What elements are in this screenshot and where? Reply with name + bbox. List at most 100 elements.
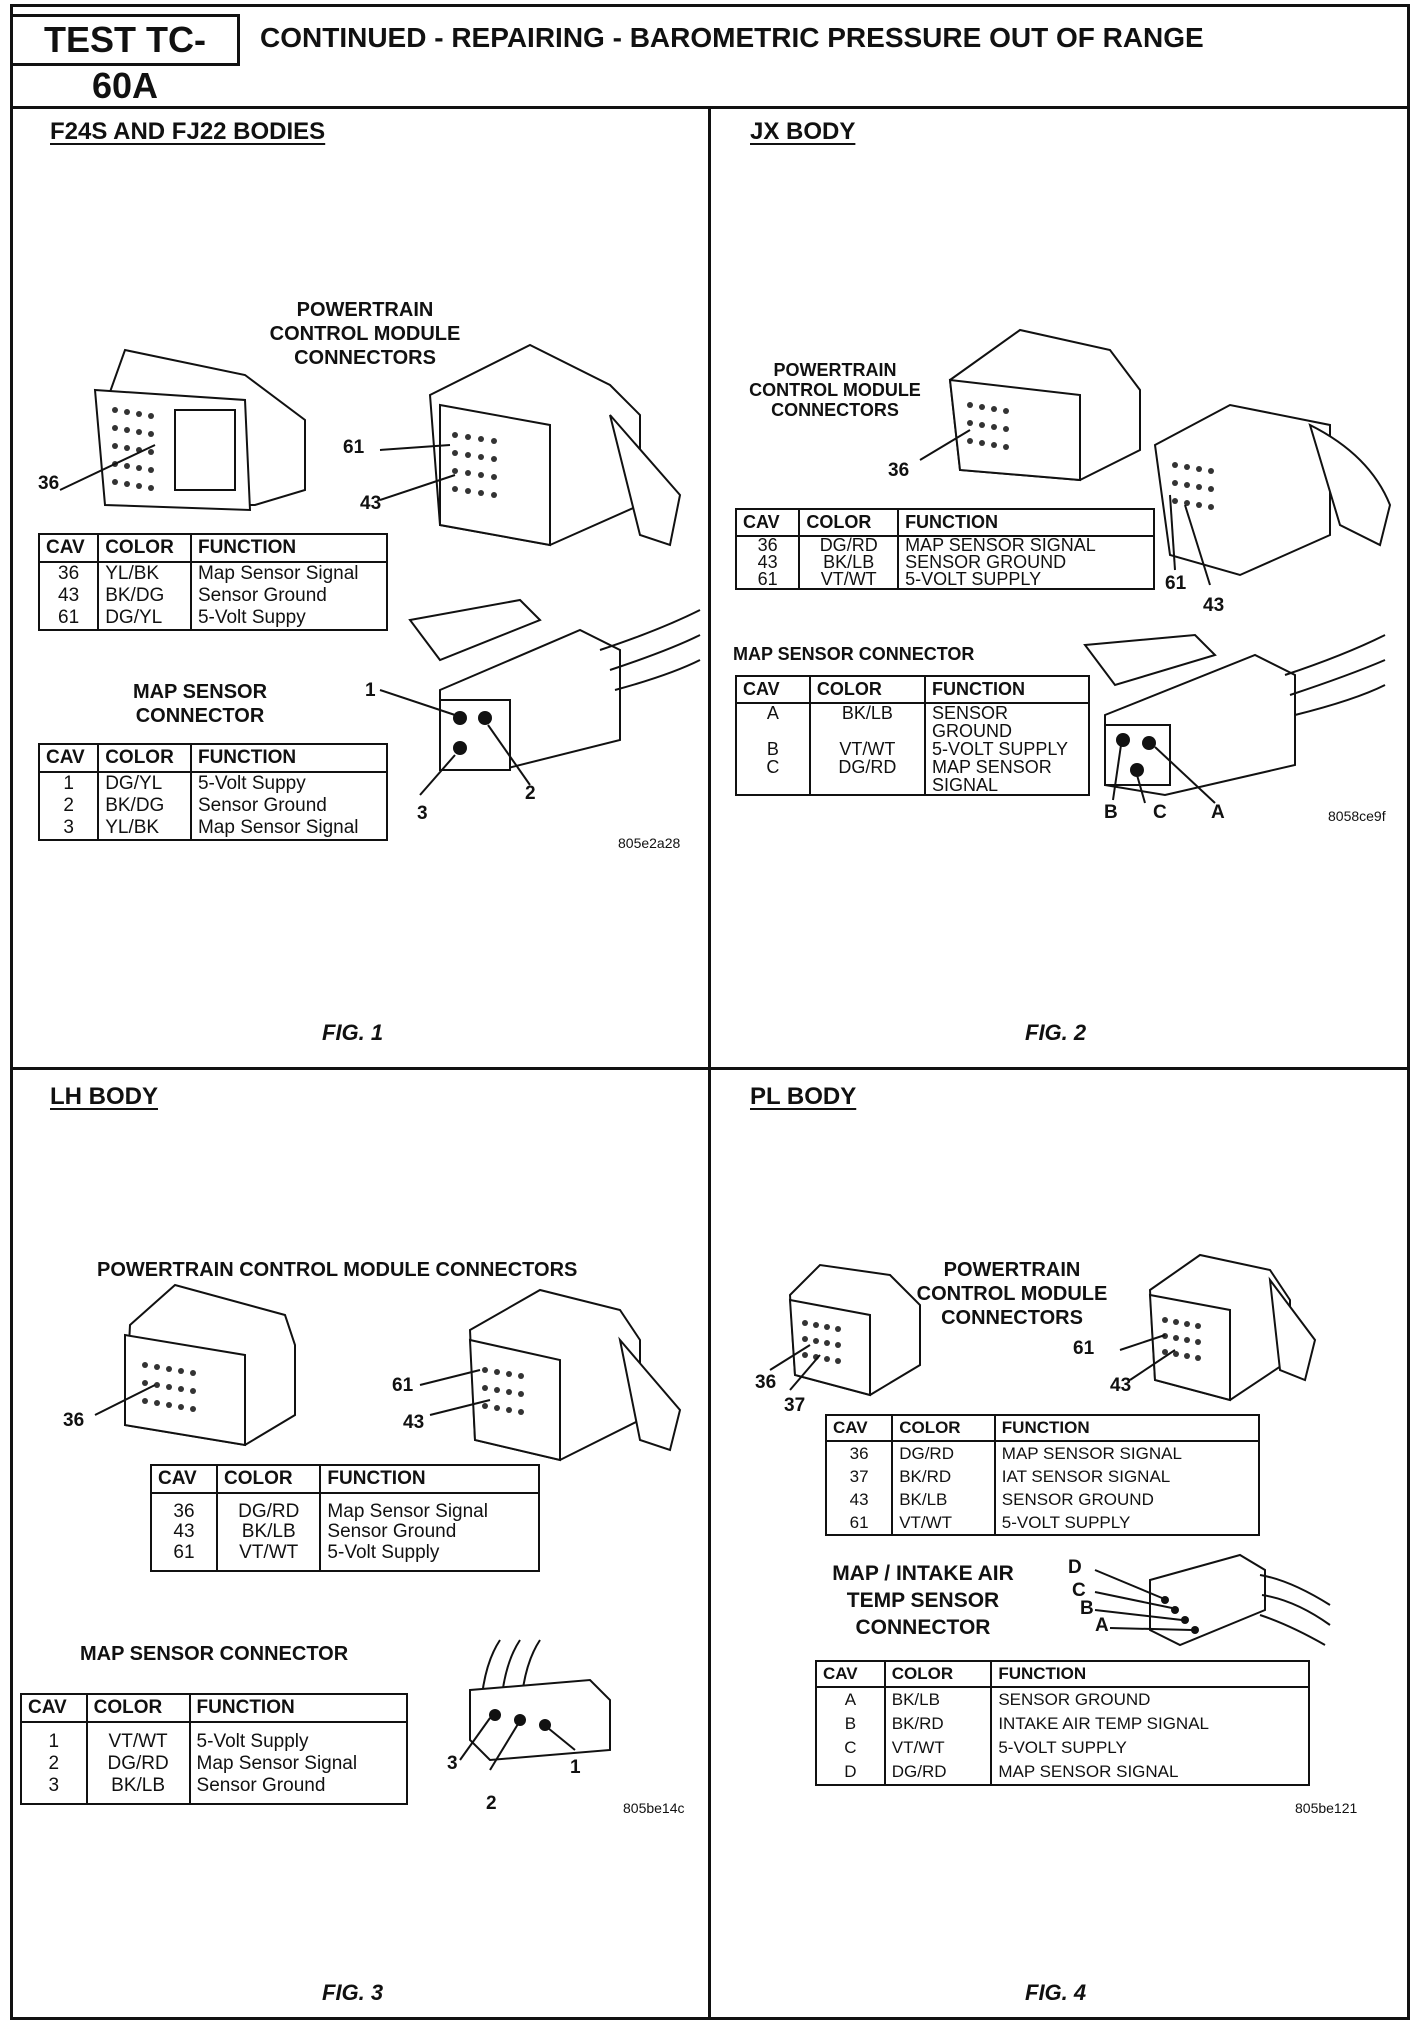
cell-function: MAP SENSOR SIGNAL xyxy=(990,1760,1310,1786)
cell-color: VT/WT xyxy=(798,570,900,590)
fig2-cav-43-label: 43 xyxy=(1203,595,1225,616)
cell-function: 5-Volt Suppy xyxy=(189,772,389,795)
cell-function: Sensor Ground xyxy=(189,795,389,817)
fig2-map-cav-a-label: A xyxy=(1211,802,1225,823)
cell-function: SENSOR GROUND xyxy=(924,703,1090,740)
table-row: 43 BK/LB SENSOR GROUND xyxy=(734,553,1155,571)
fig2-title: JX BODY xyxy=(750,118,856,145)
fig3-title: LH BODY xyxy=(50,1083,158,1110)
cell-color: DG/YL xyxy=(97,607,192,631)
cell-cav: 2 xyxy=(37,795,100,817)
cell-function: Sensor Ground xyxy=(188,1775,409,1805)
cell-color: BK/LB xyxy=(891,1488,996,1511)
cell-cav: 61 xyxy=(150,1542,218,1572)
fig2-pcm-label: POWERTRAIN CONTROL MODULE CONNECTORS xyxy=(749,360,921,420)
table-row: C VT/WT 5-VOLT SUPPLY xyxy=(815,1736,1310,1760)
table-row: 61 VT/WT 5-VOLT SUPPLY xyxy=(824,1511,1261,1536)
table-row: B VT/WT 5-VOLT SUPPLY xyxy=(735,740,1090,758)
fig1-caption: FIG. 1 xyxy=(322,1020,384,1045)
table-header-row: CAV COLOR FUNCTION xyxy=(37,743,389,773)
table-row: 36 DG/RD MAP SENSOR SIGNAL xyxy=(734,536,1155,554)
table-row: B BK/RD INTAKE AIR TEMP SIGNAL xyxy=(815,1712,1310,1736)
col-function: FUNCTION xyxy=(924,675,1090,704)
cell-cav: 3 xyxy=(20,1775,88,1805)
col-color: COLOR xyxy=(215,1464,322,1494)
fig2-map-label: MAP SENSOR CONNECTOR xyxy=(733,644,975,664)
fig1-part-code: 805e2a28 xyxy=(618,835,681,851)
cell-cav: 1 xyxy=(20,1722,88,1753)
table-row: 3 YL/BK Map Sensor Signal xyxy=(37,817,389,841)
cell-cav: 36 xyxy=(734,536,801,554)
cell-function: 5-Volt Supply xyxy=(319,1542,540,1572)
fig4-map-sensor-illustration xyxy=(1094,1553,1331,1647)
table-row: 1 DG/YL 5-Volt Suppy xyxy=(37,772,389,795)
fig2-caption: FIG. 2 xyxy=(1025,1020,1087,1045)
cell-color: VT/WT xyxy=(891,1511,996,1536)
table-row: 43 BK/LB Sensor Ground xyxy=(150,1522,540,1542)
col-color: COLOR xyxy=(883,1660,993,1688)
cell-cav: 2 xyxy=(20,1753,88,1775)
table-header-row: CAV COLOR FUNCTION xyxy=(37,533,389,563)
fig4-pcm-table: CAV COLOR FUNCTION 36 DG/RD MAP SENSOR S… xyxy=(824,1414,1261,1536)
cell-function: MAP SENSOR SIGNAL xyxy=(897,536,1155,554)
cell-function: Map Sensor Signal xyxy=(189,562,389,585)
fig1-pcm-label: POWERTRAIN CONTROL MODULE CONNECTORS xyxy=(269,299,461,369)
cell-cav: 36 xyxy=(150,1493,218,1522)
cell-function: 5-VOLT SUPPLY xyxy=(924,740,1090,758)
cell-cav: 43 xyxy=(734,553,801,571)
fig4-caption: FIG. 4 xyxy=(1025,1980,1087,2005)
fig3-pcm-label: POWERTRAIN CONTROL MODULE CONNECTORS xyxy=(97,1259,578,1281)
table-row: C DG/RD MAP SENSOR SIGNAL xyxy=(735,758,1090,796)
table-row: A BK/LB SENSOR GROUND xyxy=(735,703,1090,740)
fig4-pcm-label: POWERTRAIN CONTROL MODULE CONNECTORS xyxy=(916,1259,1108,1329)
table-row: D DG/RD MAP SENSOR SIGNAL xyxy=(815,1760,1310,1786)
col-color: COLOR xyxy=(97,743,192,773)
table-row: A BK/LB SENSOR GROUND xyxy=(815,1687,1310,1712)
cell-color: VT/WT xyxy=(808,740,927,758)
cell-color: BK/RD xyxy=(883,1712,993,1736)
fig1-cav-61-label: 61 xyxy=(343,437,365,458)
fig3-map-cav-1-label: 1 xyxy=(570,1757,581,1778)
cell-color: DG/RD xyxy=(891,1441,996,1465)
table-header-row: CAV COLOR FUNCTION xyxy=(734,508,1155,537)
fig1-cav-43-label: 43 xyxy=(360,493,382,514)
table-row: 61 DG/YL 5-Volt Suppy xyxy=(37,607,389,631)
fig2-part-code: 8058ce9f xyxy=(1328,808,1386,824)
cell-cav: 37 xyxy=(824,1465,894,1488)
fig2-map-cav-b-label: B xyxy=(1104,802,1118,823)
fig3-map-label: MAP SENSOR CONNECTOR xyxy=(80,1643,349,1665)
cell-color: VT/WT xyxy=(883,1736,993,1760)
cell-function: MAP SENSOR SIGNAL xyxy=(993,1441,1261,1465)
fig4-cav-36-label: 36 xyxy=(755,1372,777,1393)
fig3-pcm-table: CAV COLOR FUNCTION 36 DG/RD Map Sensor S… xyxy=(150,1464,540,1572)
fig2-cav-61-label: 61 xyxy=(1165,573,1187,594)
fig1-cav-36-label: 36 xyxy=(38,473,60,494)
cell-function: INTAKE AIR TEMP SIGNAL xyxy=(990,1712,1310,1736)
cell-function: 5-Volt Suppy xyxy=(189,607,389,631)
fig2-pcm-connector-right-illustration xyxy=(1153,403,1392,586)
cell-color: BK/DG xyxy=(97,795,192,817)
col-cav: CAV xyxy=(815,1660,886,1688)
cell-function: 5-VOLT SUPPLY xyxy=(897,570,1155,590)
cell-function: Sensor Ground xyxy=(189,585,389,607)
horizontal-divider xyxy=(10,1067,1410,1070)
fig4-map-table: CAV COLOR FUNCTION A BK/LB SENSOR GROUND… xyxy=(815,1660,1310,1786)
col-function: FUNCTION xyxy=(993,1414,1261,1442)
col-color: COLOR xyxy=(97,533,192,563)
table-row: 3 BK/LB Sensor Ground xyxy=(20,1775,409,1805)
fig4-cav-37-label: 37 xyxy=(784,1395,806,1416)
col-function: FUNCTION xyxy=(897,508,1155,537)
cell-cav: 61 xyxy=(824,1511,894,1536)
cell-cav: 43 xyxy=(150,1522,218,1542)
cell-cav: B xyxy=(735,740,811,758)
cell-function: MAP SENSOR SIGNAL xyxy=(924,758,1090,796)
col-function: FUNCTION xyxy=(990,1660,1310,1688)
table-row: 61 VT/WT 5-VOLT SUPPLY xyxy=(734,570,1155,590)
fig4-map-cav-a-label: A xyxy=(1095,1615,1109,1636)
fig2-pcm-table: CAV COLOR FUNCTION 36 DG/RD MAP SENSOR S… xyxy=(734,508,1155,590)
fig1-map-label: MAP SENSOR CONNECTOR xyxy=(132,681,268,727)
fig3-caption: FIG. 3 xyxy=(322,1980,384,2005)
cell-color: VT/WT xyxy=(215,1542,322,1572)
table-header-row: CAV COLOR FUNCTION xyxy=(735,675,1090,704)
table-row: 36 YL/BK Map Sensor Signal xyxy=(37,562,389,585)
